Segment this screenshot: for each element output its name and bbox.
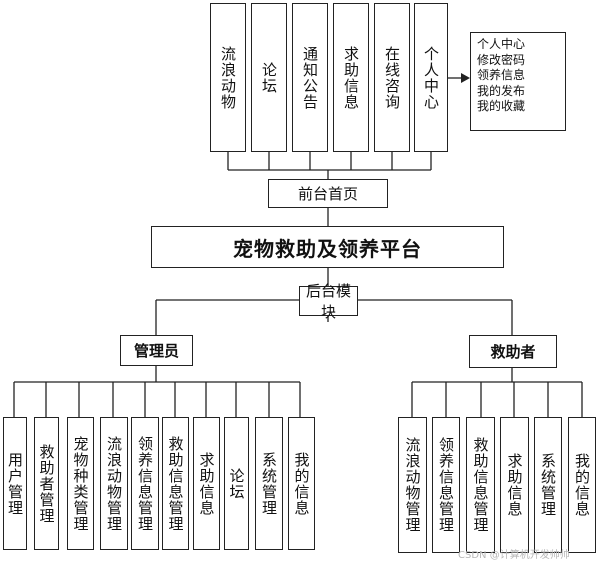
admin-module-rescuer-management: 救助者管理: [34, 417, 59, 550]
rescuer-label: 救助者: [490, 343, 536, 361]
rescuer-module-my-info: 我的信息: [568, 417, 596, 553]
personal-center-items: 个人中心 修改密码 领养信息 我的发布 我的收藏: [470, 32, 566, 131]
rescuer-module-label: 求助信息: [505, 453, 524, 517]
admin-module-adoption-management: 领养信息管理: [131, 417, 159, 550]
platform-title: 宠物救助及领养平台: [233, 236, 422, 261]
front-module-label: 流浪动物: [219, 45, 237, 110]
arrow-icon: [461, 73, 470, 83]
front-module-label: 通知公告: [301, 45, 319, 110]
front-module-help-info: 求助信息: [333, 3, 369, 152]
front-module-label: 个人中心: [422, 45, 440, 110]
admin-module-label: 救助信息管理: [166, 435, 185, 532]
admin-module-system-management: 系统管理: [255, 417, 283, 550]
front-module-label: 求助信息: [342, 45, 360, 110]
front-module-stray-animals: 流浪动物: [210, 3, 246, 152]
front-module-personal-center: 个人中心: [414, 3, 448, 152]
rescuer-module-rescue-management: 救助信息管理: [466, 417, 495, 553]
admin-module-stray-animal-management: 流浪动物管理: [100, 417, 128, 550]
personal-center-item: 我的收藏: [477, 99, 526, 113]
admin-module-pet-type-management: 宠物种类管理: [67, 417, 94, 550]
front-home-node: 前台首页: [268, 179, 388, 208]
admin-module-help-info: 求助信息: [193, 417, 220, 550]
admin-module-label: 用户管理: [6, 451, 24, 516]
platform-title-node: 宠物救助及领养平台: [151, 226, 504, 268]
rescuer-module-system-management: 系统管理: [534, 417, 562, 553]
rescuer-module-help-info: 求助信息: [500, 417, 529, 553]
personal-center-item: 我的发布: [477, 83, 526, 98]
admin-module-label: 宠物种类管理: [71, 435, 90, 532]
rescuer-module-label: 领养信息管理: [437, 437, 455, 533]
personal-center-item: 个人中心: [477, 37, 526, 51]
admin-label: 管理员: [133, 342, 179, 360]
admin-module-label: 系统管理: [260, 451, 278, 516]
front-module-label: 论坛: [260, 61, 278, 94]
watermark: CSDN @计算机开发帅帅: [458, 550, 570, 561]
rescuer-module-label: 我的信息: [573, 453, 591, 517]
rescuer-module-label: 救助信息管理: [471, 437, 490, 533]
front-module-forum: 论坛: [251, 3, 287, 152]
rescuer-node: 救助者: [469, 335, 557, 368]
admin-module-my-info: 我的信息: [288, 417, 315, 550]
front-home-label: 前台首页: [297, 185, 358, 203]
admin-module-label: 流浪动物管理: [105, 435, 123, 532]
back-modules-label: 后台模块: [305, 282, 351, 321]
rescuer-module-stray-animal-management: 流浪动物管理: [398, 417, 427, 553]
admin-module-label: 救助者管理: [37, 443, 56, 524]
personal-center-item: 修改密码: [477, 52, 526, 67]
admin-module-forum: 论坛: [224, 417, 249, 550]
front-module-label: 在线咨询: [383, 45, 401, 110]
rescuer-module-label: 系统管理: [539, 453, 557, 517]
admin-module-rescue-management: 救助信息管理: [162, 417, 189, 550]
admin-module-label: 领养信息管理: [136, 435, 154, 532]
admin-module-label: 论坛: [227, 467, 246, 500]
admin-module-label: 我的信息: [292, 451, 311, 516]
front-module-online-consult: 在线咨询: [374, 3, 410, 152]
admin-module-label: 求助信息: [197, 451, 216, 516]
admin-node: 管理员: [120, 335, 193, 366]
rescuer-module-label: 流浪动物管理: [403, 437, 422, 533]
personal-center-item: 领养信息: [477, 68, 526, 82]
rescuer-module-adoption-management: 领养信息管理: [432, 417, 460, 553]
back-modules-node: 后台模块: [299, 282, 358, 321]
admin-module-user-management: 用户管理: [3, 417, 27, 550]
front-module-notices: 通知公告: [292, 3, 328, 152]
